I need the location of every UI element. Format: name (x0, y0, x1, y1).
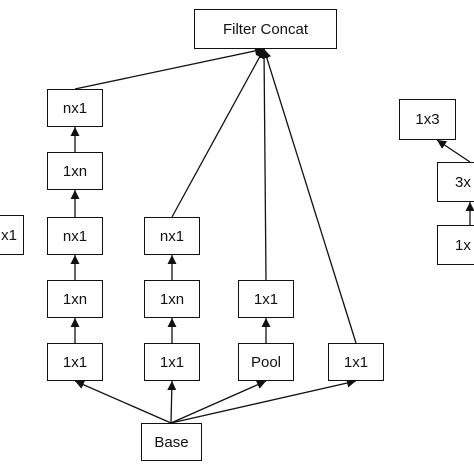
right-3x-cropped-label: 3x (455, 173, 471, 191)
branch1-nx1-low-node: nx1 (47, 217, 103, 255)
branch1-1x1-node: 1x1 (47, 343, 103, 381)
right-3x-cropped-node: 3x (437, 162, 474, 202)
filter-concat-label: Filter Concat (222, 20, 309, 38)
arrow-b4-to-concat (262, 48, 357, 344)
arrow-base-to-branch2 (167, 380, 177, 424)
branch3-pool-node: Pool (238, 343, 294, 381)
branch4-1x1-node: 1x1 (328, 343, 384, 381)
branch2-nx1-label: nx1 (159, 227, 185, 245)
right-1x-cropped-label: 1x (455, 236, 471, 254)
branch4-1x1-label: 1x1 (343, 353, 369, 371)
branch1-nx1-top-node: nx1 (47, 89, 103, 127)
base-label: Base (154, 433, 189, 451)
left-cropped-node: x1 (0, 215, 24, 255)
arrow-b3-to-concat (259, 48, 269, 281)
right-1x-cropped-node: 1x (437, 225, 474, 265)
branch3-1x1-node: 1x1 (238, 280, 294, 318)
branch1-1xn-mid-label: 1xn (62, 162, 88, 180)
arrow-right-3x-to-1x3 (436, 139, 471, 163)
branch2-1xn-node: 1xn (144, 280, 200, 318)
branch1-nx1-top-label: nx1 (62, 99, 88, 117)
right-1x3-label: 1x3 (415, 111, 440, 128)
branch1-1xn-low-label: 1xn (62, 290, 88, 308)
right-1x3-node: 1x3 (399, 99, 456, 140)
branch2-1xn-label: 1xn (159, 290, 185, 308)
branch2-nx1-node: nx1 (144, 217, 200, 255)
branch1-1x1-label: 1x1 (62, 353, 88, 371)
arrow-base-to-branch1 (74, 380, 172, 424)
arrow-base-to-branch4 (170, 378, 357, 424)
arrow-base-to-branch3 (170, 380, 267, 424)
arrow-b2-to-concat (171, 48, 265, 218)
branch3-pool-label: Pool (250, 353, 282, 371)
left-cropped-label: x1 (1, 226, 17, 244)
filter-concat-node: Filter Concat (194, 9, 337, 49)
base-node: Base (141, 423, 202, 461)
branch2-1x1-node: 1x1 (144, 343, 200, 381)
branch1-1xn-low-node: 1xn (47, 280, 103, 318)
branch1-1xn-mid-node: 1xn (47, 152, 103, 190)
branch2-1x1-label: 1x1 (159, 353, 185, 371)
branch3-1x1-label: 1x1 (253, 290, 279, 308)
branch1-nx1-low-label: nx1 (62, 227, 88, 245)
arrow-b1-to-concat (74, 46, 265, 90)
